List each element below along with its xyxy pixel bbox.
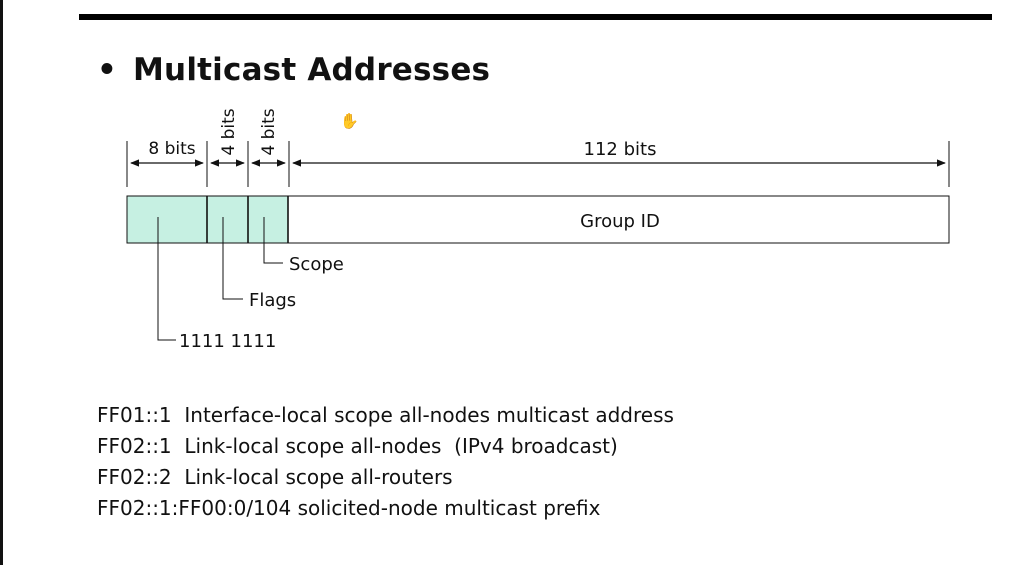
address-line: FF02::1 Link-local scope all-nodes (IPv4… [97, 434, 618, 458]
slide-top-rule [79, 14, 992, 20]
multicast-address-list: FF01::1 Interface-local scope all-nodes … [97, 400, 674, 524]
scope-leader-line [263, 217, 283, 264]
hand-cursor-icon: ✋ [340, 112, 359, 130]
address-line: FF01::1 Interface-local scope all-nodes … [97, 403, 674, 427]
multicast-address-format-diagram: 8 bits 4 bits 4 bits 112 bits Group ID S… [126, 108, 950, 352]
prefix-leader-line [157, 217, 176, 341]
field-width-label-flags: 4 bits [219, 108, 239, 155]
title-bullet: • [97, 52, 118, 88]
field-boundary-ticks [126, 141, 950, 187]
slide-title: Multicast Addresses [133, 52, 491, 88]
field-width-label-8: 8 bits [148, 139, 195, 159]
scope-callout-label: Scope [289, 254, 344, 275]
group-id-label: Group ID [580, 211, 660, 232]
address-line: FF02::2 Link-local scope all-routers [97, 465, 453, 489]
callout-leaders [157, 217, 283, 341]
slide-title-row: • Multicast Addresses [97, 52, 490, 88]
address-line: FF02::1:FF00:0/104 solicited-node multic… [97, 496, 601, 520]
slide-left-border [0, 0, 3, 565]
address-bar-outline [126, 195, 950, 244]
prefix-callout-label: 1111 1111 [179, 331, 276, 352]
field-width-label-scope: 4 bits [259, 108, 279, 155]
field-width-label-112: 112 bits [584, 139, 657, 160]
flags-callout-label: Flags [249, 290, 296, 311]
flags-leader-line [222, 217, 243, 300]
